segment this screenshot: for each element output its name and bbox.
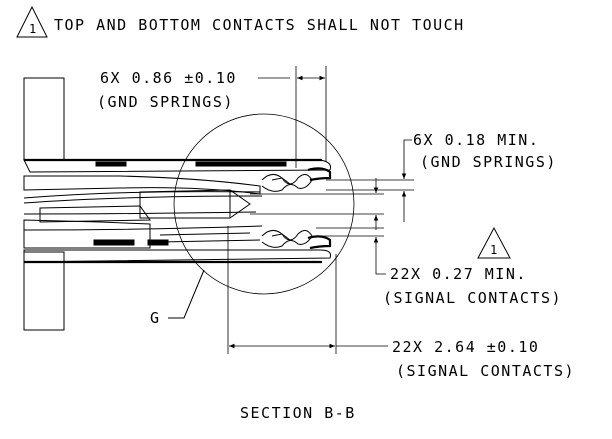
- dim-label-line2: (GND SPRINGS): [420, 153, 557, 171]
- dim-label-line2: (SIGNAL CONTACTS): [383, 289, 562, 307]
- dim-signal-length: 22X 2.64 ±0.10 (SIGNAL CONTACTS): [227, 226, 575, 380]
- panel-wall: [23, 77, 65, 331]
- dim-center-gap: [250, 178, 384, 230]
- connector-housing: [23, 158, 331, 264]
- dim-label-line1: 22X 0.27 MIN.: [390, 265, 527, 283]
- callout-note-1: 1: [477, 226, 511, 259]
- dim-label-line1: 6X 0.18 MIN.: [413, 131, 539, 149]
- dim-label-line2: (SIGNAL CONTACTS): [396, 362, 575, 380]
- dim-label-line2: (GND SPRINGS): [97, 93, 234, 111]
- section-title: SECTION B-B: [240, 404, 356, 422]
- note-text: TOP AND BOTTOM CONTACTS SHALL NOT TOUCH: [54, 16, 465, 34]
- dim-label-line1: 22X 2.64 ±0.10: [392, 338, 539, 356]
- note-triangle-icon: [16, 5, 48, 38]
- callout-triangle-number: 1: [490, 243, 497, 257]
- detail-circle-g: G: [150, 113, 355, 327]
- dim-gnd-spring-pitch: 6X 0.86 ±0.10 (GND SPRINGS): [97, 66, 327, 168]
- dim-signal-gap: 22X 0.27 MIN. (SIGNAL CONTACTS): [316, 227, 562, 307]
- note-1: 1 TOP AND BOTTOM CONTACTS SHALL NOT TOUC…: [16, 5, 465, 38]
- dim-gnd-spring-gap: 6X 0.18 MIN. (GND SPRINGS): [326, 131, 557, 222]
- dim-label-line1: 6X 0.86 ±0.10: [100, 69, 237, 87]
- gnd-spring-contacts: [261, 167, 332, 250]
- note-triangle-number: 1: [29, 22, 36, 36]
- callout-triangle-icon: [477, 226, 511, 259]
- detail-letter: G: [150, 309, 161, 327]
